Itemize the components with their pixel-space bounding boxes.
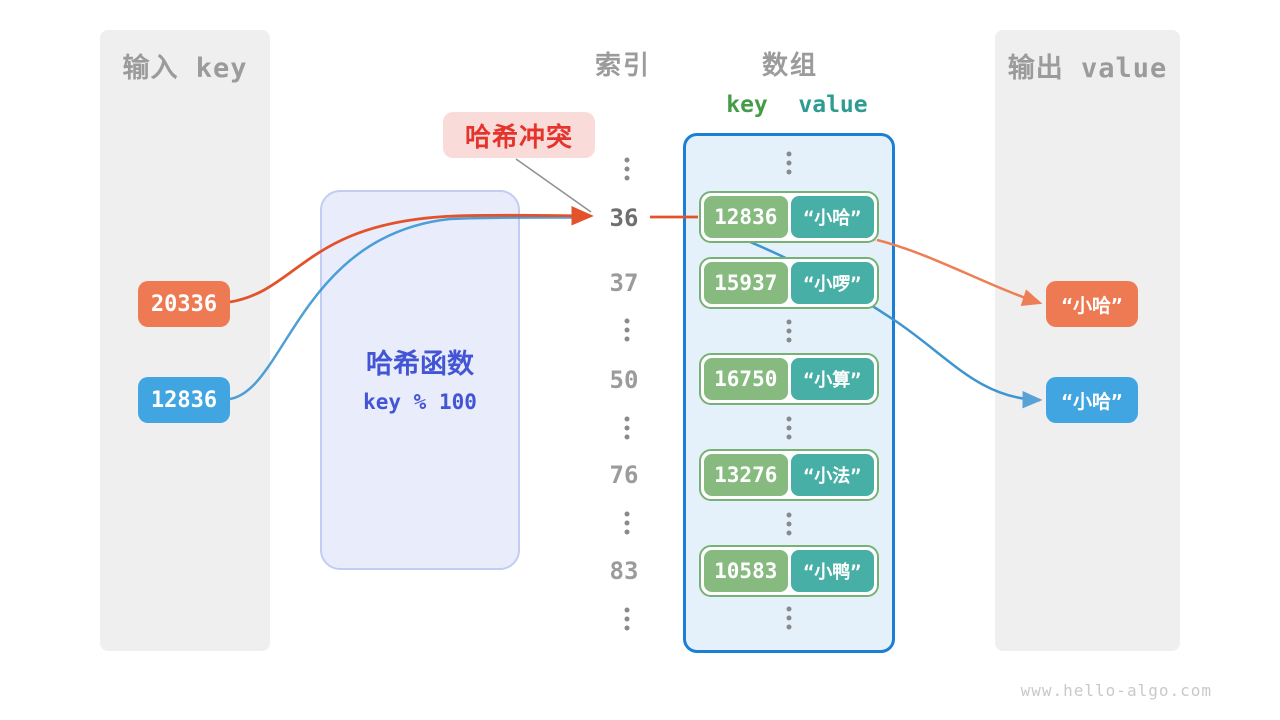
index-37: 37 [609,269,639,297]
row-key: 16750 [704,358,788,400]
collision-label: 哈希冲突 [443,112,595,158]
row-value: “小鸭” [790,550,874,592]
index-50: 50 [609,366,639,394]
collision-pointer-line [515,158,592,213]
ellipsis-dots [624,318,630,342]
ellipsis-dots [786,416,792,440]
index-column-title: 索引 [594,51,652,81]
ellipsis-dots [624,416,630,440]
ellipsis-dots [624,511,630,535]
input-panel: 输入 key [100,30,270,651]
array-row-83: 10583 “小鸭” [699,545,879,597]
index-76: 76 [609,461,639,489]
value-header: value [798,92,868,118]
ellipsis-dots [786,606,792,630]
row-key: 13276 [704,454,788,496]
output-value-blue: “小哈” [1046,377,1138,423]
row-value: “小算” [790,358,874,400]
array-row-37: 15937 “小啰” [699,257,879,309]
input-key-12836: 12836 [138,377,230,423]
row-value: “小法” [790,454,874,496]
ellipsis-dots [624,157,630,181]
hash-function-formula: key % 100 [363,390,477,414]
hash-function-box: 哈希函数 key % 100 [320,190,520,570]
row-value: “小啰” [790,262,874,304]
output-value-orange: “小哈” [1046,281,1138,327]
ellipsis-dots [624,607,630,631]
ellipsis-dots [786,151,792,175]
output-panel-title: 输出 value [1007,53,1168,84]
array-row-76: 13276 “小法” [699,449,879,501]
watermark: www.hello-algo.com [1020,681,1212,700]
row-key: 12836 [704,196,788,238]
index-83: 83 [609,557,639,585]
index-36: 36 [609,204,639,232]
row-key: 10583 [704,550,788,592]
row-key: 15937 [704,262,788,304]
input-key-20336: 20336 [138,281,230,327]
key-header: key [726,92,768,118]
array-row-36: 12836 “小哈” [699,191,879,243]
array-row-50: 16750 “小算” [699,353,879,405]
row-value: “小哈” [790,196,874,238]
array-column-title: 数组 [761,51,819,81]
ellipsis-dots [786,319,792,343]
hash-function-name: 哈希函数 [366,349,474,380]
ellipsis-dots [786,512,792,536]
input-panel-title: 输入 key [122,53,248,84]
output-panel: 输出 value [995,30,1180,651]
